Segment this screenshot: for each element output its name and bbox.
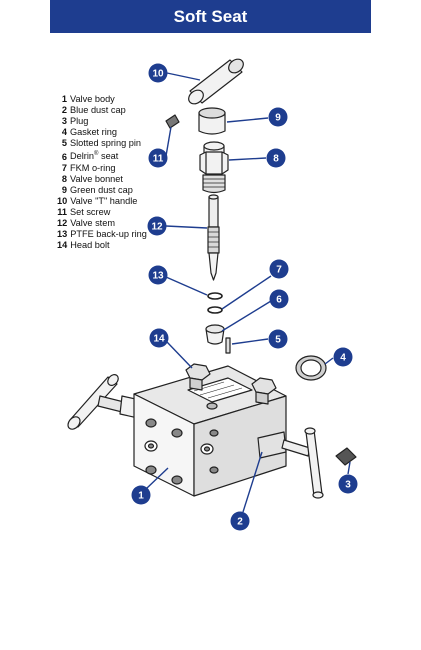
page-title: Soft Seat	[173, 6, 248, 26]
left-handle-part	[67, 374, 141, 430]
callout-10: 10	[148, 63, 168, 83]
fkm-o-ring-part	[207, 306, 223, 314]
svg-text:14: 14	[153, 334, 165, 345]
callout-12: 12	[147, 216, 167, 236]
valve-bonnet-part	[199, 141, 229, 194]
delrin-seat-part	[205, 324, 225, 345]
set-screw-part	[165, 114, 180, 129]
callout-8: 8	[266, 148, 286, 168]
callout-2: 2	[230, 511, 250, 531]
svg-text:7: 7	[276, 265, 282, 276]
svg-text:10: 10	[152, 69, 164, 80]
callout-11: 11	[148, 148, 168, 168]
svg-text:13: 13	[152, 271, 164, 282]
t-handle-part	[188, 58, 244, 105]
valve-body-part	[133, 365, 287, 497]
callout-5: 5	[268, 329, 288, 349]
plug-part	[335, 447, 357, 466]
ptfe-back-up-ring-part	[207, 292, 223, 300]
callout-14: 14	[149, 328, 169, 348]
valve-stem-part	[207, 194, 220, 281]
green-dust-cap-part	[198, 107, 226, 135]
callout-4: 4	[333, 347, 353, 367]
callout-3: 3	[338, 474, 358, 494]
gasket-ring-part	[295, 355, 327, 381]
callout-7: 7	[269, 259, 289, 279]
head-bolt-part	[185, 363, 277, 405]
svg-text:2: 2	[237, 517, 243, 528]
svg-text:9: 9	[275, 113, 281, 124]
right-handle-part	[257, 427, 324, 499]
svg-text:3: 3	[345, 480, 351, 491]
svg-text:1: 1	[138, 491, 144, 502]
callout-1: 1	[131, 485, 151, 505]
title-banner: Soft Seat	[50, 0, 371, 33]
slotted-spring-pin-part	[225, 337, 231, 354]
svg-text:5: 5	[275, 335, 281, 346]
svg-text:6: 6	[276, 295, 282, 306]
svg-text:12: 12	[151, 222, 163, 233]
leader-lines	[146, 72, 351, 513]
svg-text:11: 11	[153, 154, 164, 165]
callout-13: 13	[148, 265, 168, 285]
callout-6: 6	[269, 289, 289, 309]
svg-text:4: 4	[340, 353, 346, 364]
callout-9: 9	[268, 107, 288, 127]
svg-text:8: 8	[273, 154, 279, 165]
